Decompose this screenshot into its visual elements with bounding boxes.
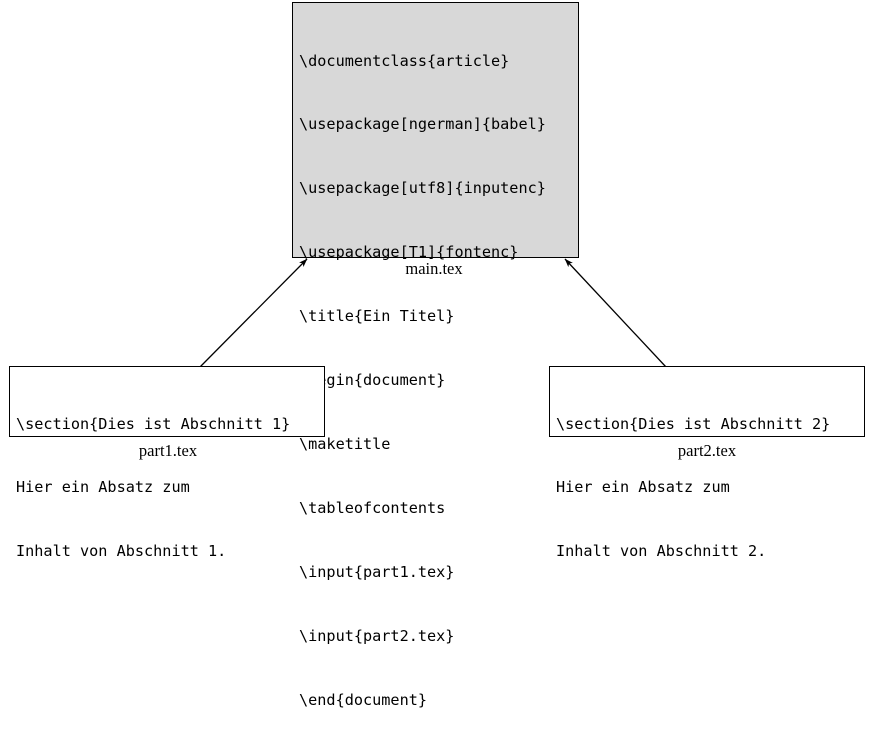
code-line: \usepackage[utf8]{inputenc} [299,179,546,198]
code-line: \usepackage[T1]{fontenc} [299,243,519,262]
arrow-part1-to-main [199,258,308,368]
code-line: \input{part1.tex} [299,562,455,581]
code-line: \input{part2.tex} [299,626,455,645]
code-line: \usepackage[ngerman]{babel} [299,115,546,134]
code-line: \section{Dies ist Abschnitt 2} [556,414,831,433]
code-line: Inhalt von Abschnitt 1. [16,542,227,561]
code-line: Inhalt von Abschnitt 2. [556,542,767,561]
code-line: \tableofcontents [299,498,446,517]
part2-tex-caption: part2.tex [677,441,737,460]
arrow-part2-to-main [564,258,667,368]
code-line: \maketitle [299,434,391,453]
arrow-layer [199,258,667,368]
main-tex-caption: main.tex [405,259,463,278]
code-line: \section{Dies ist Abschnitt 1} [16,414,291,433]
code-line: \documentclass{article} [299,51,510,70]
code-line: Hier ein Absatz zum [556,478,730,497]
part2-tex-box[interactable]: \section{Dies ist Abschnitt 2} Hier ein … [549,366,865,560]
code-line: \begin{document} [299,371,446,390]
code-line: \title{Ein Titel} [299,307,455,326]
part1-tex-box[interactable]: \section{Dies ist Abschnitt 1} Hier ein … [9,366,325,560]
main-tex-box[interactable]: \documentclass{article} \usepackage[nger… [292,2,579,709]
part1-tex-caption: part1.tex [138,441,198,460]
diagram-canvas: \documentclass{article} \usepackage[nger… [9,2,865,709]
code-line: Hier ein Absatz zum [16,478,190,497]
code-line: \end{document} [299,690,428,709]
